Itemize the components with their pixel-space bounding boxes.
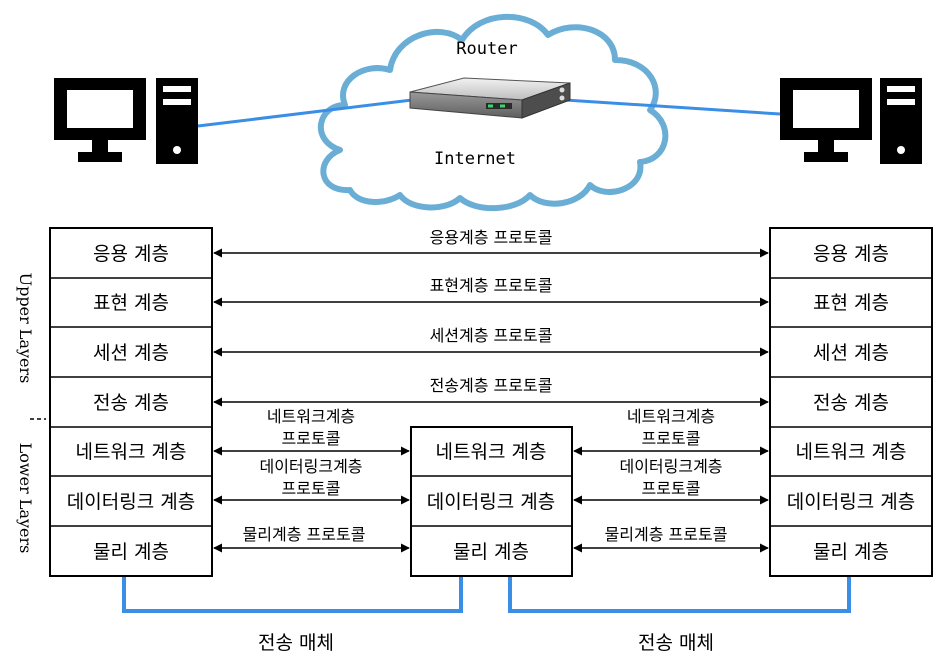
middle-layer-stack: 네트워크 계층 데이터링크 계층 물리 계층 <box>410 426 573 577</box>
internet-label: Internet <box>434 149 516 169</box>
protocol-arrows-upper: 응용계층 프로토콜 표현계층 프로토콜 세션계층 프로토콜 전송계층 프로토콜 <box>213 228 769 407</box>
session-protocol-label: 세션계층 프로토콜 <box>430 326 553 345</box>
desktop-computer-icon <box>780 78 922 164</box>
right-layer-presentation: 표현 계층 <box>813 292 889 314</box>
right-layer-stack: 응용 계층 표현 계층 세션 계층 전송 계층 네트워크 계층 데이터링크 계층… <box>769 227 933 577</box>
right-link-line <box>564 98 781 116</box>
transport-protocol-label: 전송계층 프로토콜 <box>430 376 553 395</box>
right-datalink-protocol-label-2: 프로토콜 <box>642 479 701 498</box>
right-layer-datalink: 데이터링크 계층 <box>787 491 915 513</box>
transmission-media: 전송 매체 전송 매체 <box>122 577 851 654</box>
left-network-protocol-label-1: 네트워크계층 <box>267 407 355 426</box>
right-layer-physical: 물리 계층 <box>813 541 889 563</box>
right-layer-session: 세션 계층 <box>813 342 889 364</box>
router-label: Router <box>456 39 517 59</box>
middle-layer-physical: 물리 계층 <box>453 541 529 563</box>
right-medium-line <box>508 577 851 613</box>
left-layer-transport: 전송 계층 <box>93 392 169 414</box>
left-layer-presentation: 표현 계층 <box>93 292 169 314</box>
application-protocol-label: 응용계층 프로토콜 <box>430 228 553 247</box>
right-network-protocol-label-1: 네트워크계층 <box>627 407 715 426</box>
left-layer-physical: 물리 계층 <box>93 541 169 563</box>
upper-layers-label: Upper Layers <box>16 273 35 384</box>
right-physical-protocol-label: 물리계층 프로토콜 <box>605 525 728 544</box>
middle-layer-datalink: 데이터링크 계층 <box>427 491 555 513</box>
left-layer-network: 네트워크 계층 <box>76 441 187 463</box>
left-layer-session: 세션 계층 <box>93 342 169 364</box>
middle-layer-network: 네트워크 계층 <box>436 441 547 463</box>
left-layer-application: 응용 계층 <box>93 243 169 265</box>
right-network-protocol-label-2: 프로토콜 <box>642 429 701 448</box>
left-layer-stack: 응용 계층 표현 계층 세션 계층 전송 계층 네트워크 계층 데이터링크 계층… <box>49 227 213 577</box>
right-layer-network: 네트워크 계층 <box>796 441 907 463</box>
presentation-protocol-label: 표현계층 프로토콜 <box>430 276 553 295</box>
left-physical-protocol-label: 물리계층 프로토콜 <box>243 525 366 544</box>
right-layer-application: 응용 계층 <box>813 243 889 265</box>
left-link-line <box>197 98 413 128</box>
left-layer-datalink: 데이터링크 계층 <box>67 491 195 513</box>
desktop-computer-icon <box>54 78 198 164</box>
protocol-arrows-right: 네트워크계층 프로토콜 데이터링크계층 프로토콜 물리계층 프로토콜 <box>573 407 769 553</box>
left-network-protocol-label-2: 프로토콜 <box>282 429 341 448</box>
left-datalink-protocol-label-1: 데이터링크계층 <box>259 457 362 476</box>
right-layer-transport: 전송 계층 <box>813 392 889 414</box>
left-medium-line <box>122 577 463 613</box>
left-datalink-protocol-label-2: 프로토콜 <box>282 479 341 498</box>
right-datalink-protocol-label-1: 데이터링크계층 <box>619 457 722 476</box>
protocol-arrows-left: 네트워크계층 프로토콜 데이터링크계층 프로토콜 물리계층 프로토콜 <box>213 407 410 553</box>
left-medium-label: 전송 매체 <box>258 632 334 654</box>
right-medium-label: 전송 매체 <box>638 632 714 654</box>
router-icon <box>409 77 571 119</box>
lower-layers-label: Lower Layers <box>16 443 35 554</box>
